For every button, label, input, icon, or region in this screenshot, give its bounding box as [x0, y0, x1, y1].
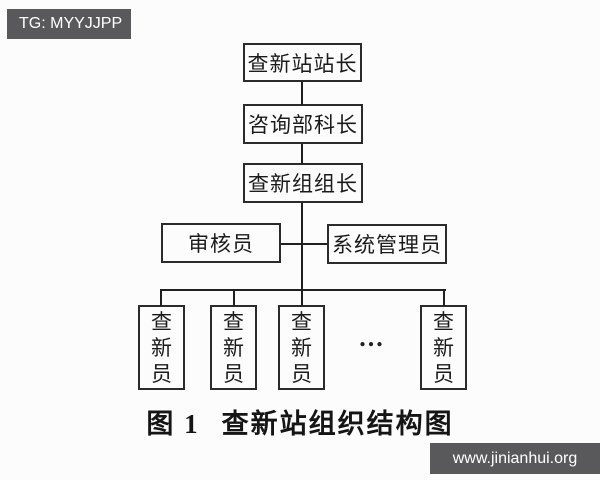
more-searchers-ellipsis: ...	[359, 323, 385, 352]
connector-auditor-sysadmin	[281, 243, 327, 245]
node-searcher-3-label: 查新员	[291, 309, 312, 386]
node-searcher-2-label: 查新员	[223, 309, 244, 386]
connector-drop-searcher-1	[160, 289, 162, 306]
node-system-administrator: 系统管理员	[327, 224, 447, 264]
connector-searchers-rail	[160, 289, 446, 291]
node-consulting-section-chief: 咨询部科长	[243, 104, 363, 144]
node-searcher-2: 查新员	[210, 305, 257, 390]
node-auditor: 审核员	[161, 223, 281, 263]
node-searcher-4-label: 查新员	[433, 309, 454, 386]
connector-drop-searcher-2	[233, 289, 235, 306]
node-searcher-1: 查新员	[138, 305, 185, 390]
figure-caption: 图 1 查新站组织结构图	[0, 402, 600, 441]
node-station-director: 查新站站长	[243, 43, 362, 82]
node-searcher-4: 查新员	[420, 305, 467, 390]
figure-caption-title: 查新站组织结构图	[221, 409, 454, 439]
node-novelty-group-leader: 查新组组长	[243, 163, 363, 203]
connector-leader-trunk	[301, 203, 303, 306]
connector-drop-searcher-4	[443, 289, 445, 306]
connector-director-to-consult	[301, 82, 303, 105]
figure-caption-label: 图 1	[146, 409, 200, 439]
tg-watermark-badge: TG: MYYJJPP	[7, 9, 131, 39]
node-searcher-1-label: 查新员	[151, 309, 172, 386]
site-watermark-badge: www.jinianhui.org	[430, 443, 600, 474]
node-searcher-3: 查新员	[278, 305, 325, 390]
connector-consult-to-leader	[301, 144, 303, 164]
